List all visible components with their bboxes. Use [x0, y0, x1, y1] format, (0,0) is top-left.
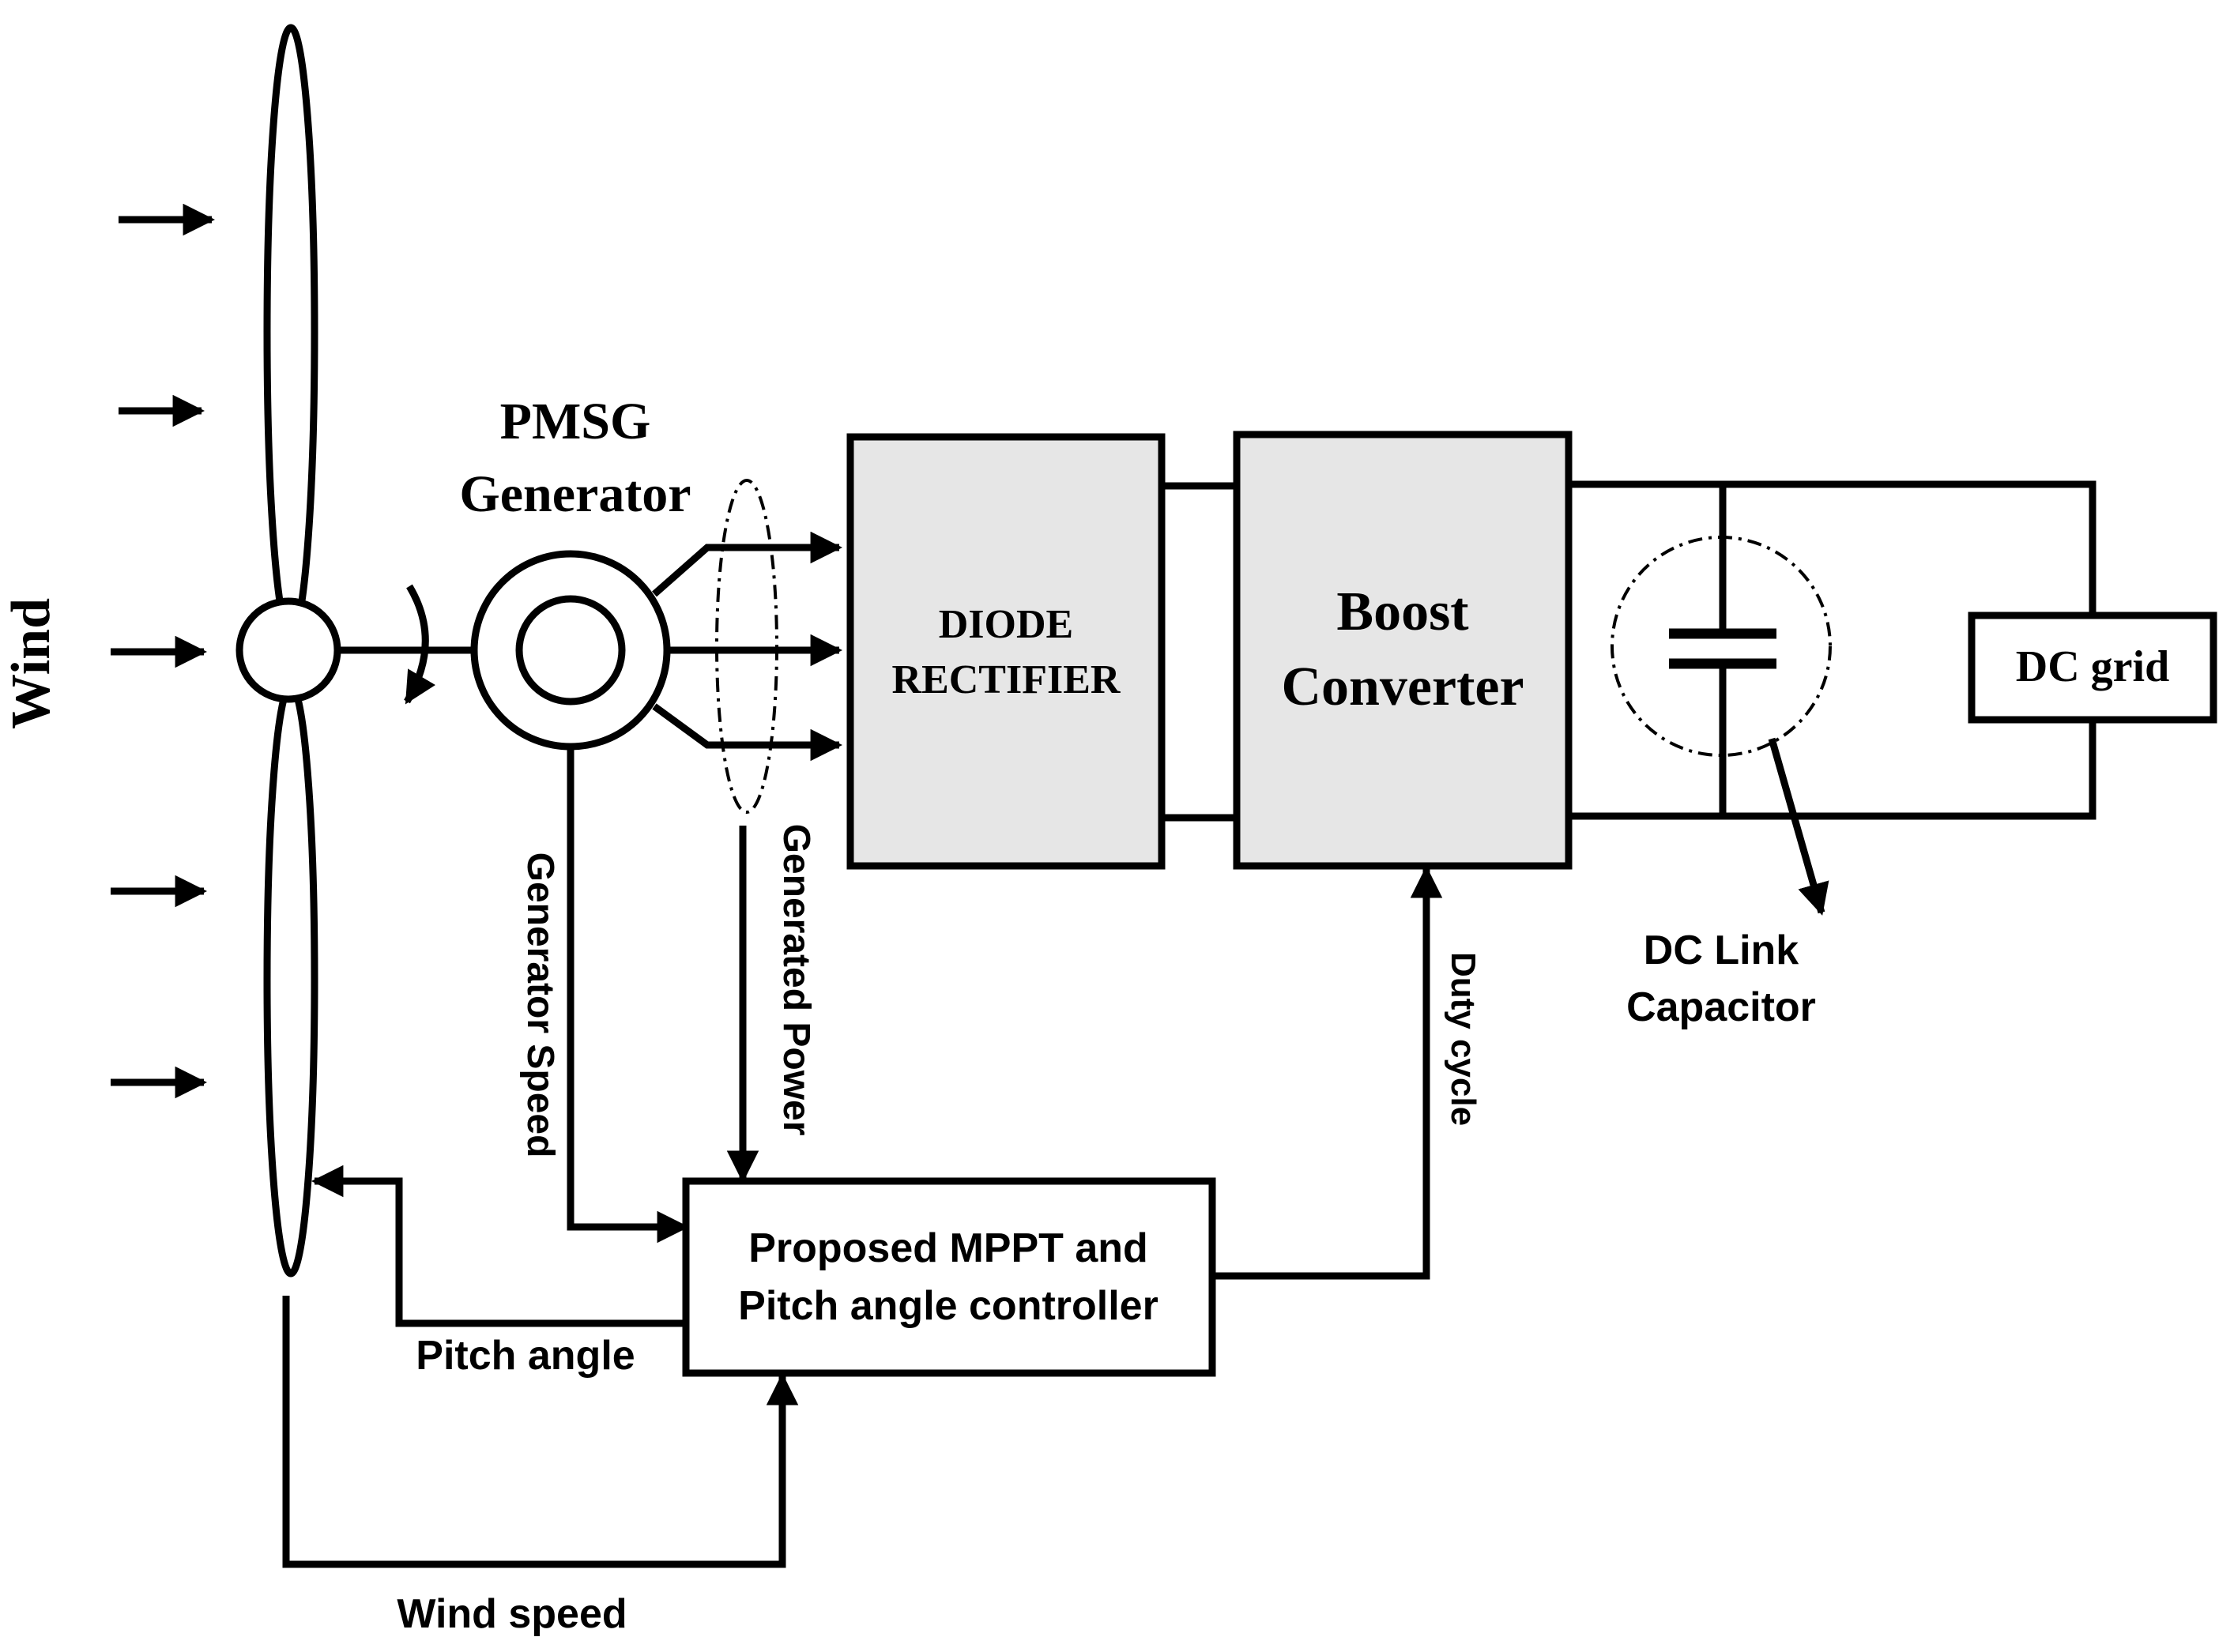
duty-cycle-label: Duty cycle [1444, 952, 1482, 1126]
dc-link-label-line1: DC Link [1644, 928, 1799, 973]
rotation-arrow-icon [404, 584, 435, 705]
rectifier-label-line1: DIODE [939, 602, 1073, 647]
generator-rotor [515, 595, 626, 706]
pmsg-generator [470, 550, 671, 751]
wind-turbine [235, 24, 341, 1278]
rectifier-label-line2: RECTIFIER [892, 657, 1121, 702]
wind-speed-label: Wind speed [397, 1591, 627, 1637]
lower-blade [263, 682, 318, 1278]
upper-blade [263, 24, 318, 640]
wind-arrows [111, 203, 216, 1099]
three-phase-lines [652, 531, 843, 762]
capacitor-highlight-circle [1611, 536, 1832, 757]
generator-speed-label: Generator Speed [519, 852, 561, 1158]
pitch-angle-label: Pitch angle [416, 1333, 635, 1379]
duty-cycle-arrow-icon [1212, 865, 1443, 1280]
turbine-hub [235, 597, 341, 703]
pmsg-label: PMSG [500, 393, 651, 450]
controller-label-line1: Proposed MPPT and [748, 1225, 1148, 1271]
capacitor-pointer-arrow-icon [1768, 737, 1829, 916]
generated-power-label: Generated Power [775, 824, 817, 1136]
generator-speed-arrow-icon [567, 747, 690, 1244]
wind-label: Wind [1, 598, 62, 729]
boost-label-line1: Boost [1336, 581, 1468, 642]
boost-converter-block [1233, 431, 1573, 870]
dc-grid-label: DC grid [2016, 642, 2169, 691]
boost-label-line2: Converter [1281, 657, 1524, 717]
dc-bus-bottom [1569, 718, 2096, 820]
wind-speed-arrow-icon [282, 1296, 799, 1568]
dc-bus-top [1569, 480, 2096, 619]
diode-rectifier-block [846, 433, 1166, 870]
power-measurement-ellipse [715, 479, 778, 814]
phase-c-arrow-icon [652, 703, 843, 762]
mppt-controller-block [682, 1177, 1216, 1377]
pitch-angle-arrow-icon [311, 1165, 686, 1327]
phase-a-arrow-icon [652, 531, 843, 597]
controller-label-line2: Pitch angle controller [738, 1283, 1158, 1329]
dc-grid-block [1968, 612, 2217, 724]
generator-label: Generator [459, 465, 691, 523]
dc-link-capacitor [1611, 484, 1832, 816]
dc-link-label-line2: Capacitor [1626, 984, 1816, 1030]
